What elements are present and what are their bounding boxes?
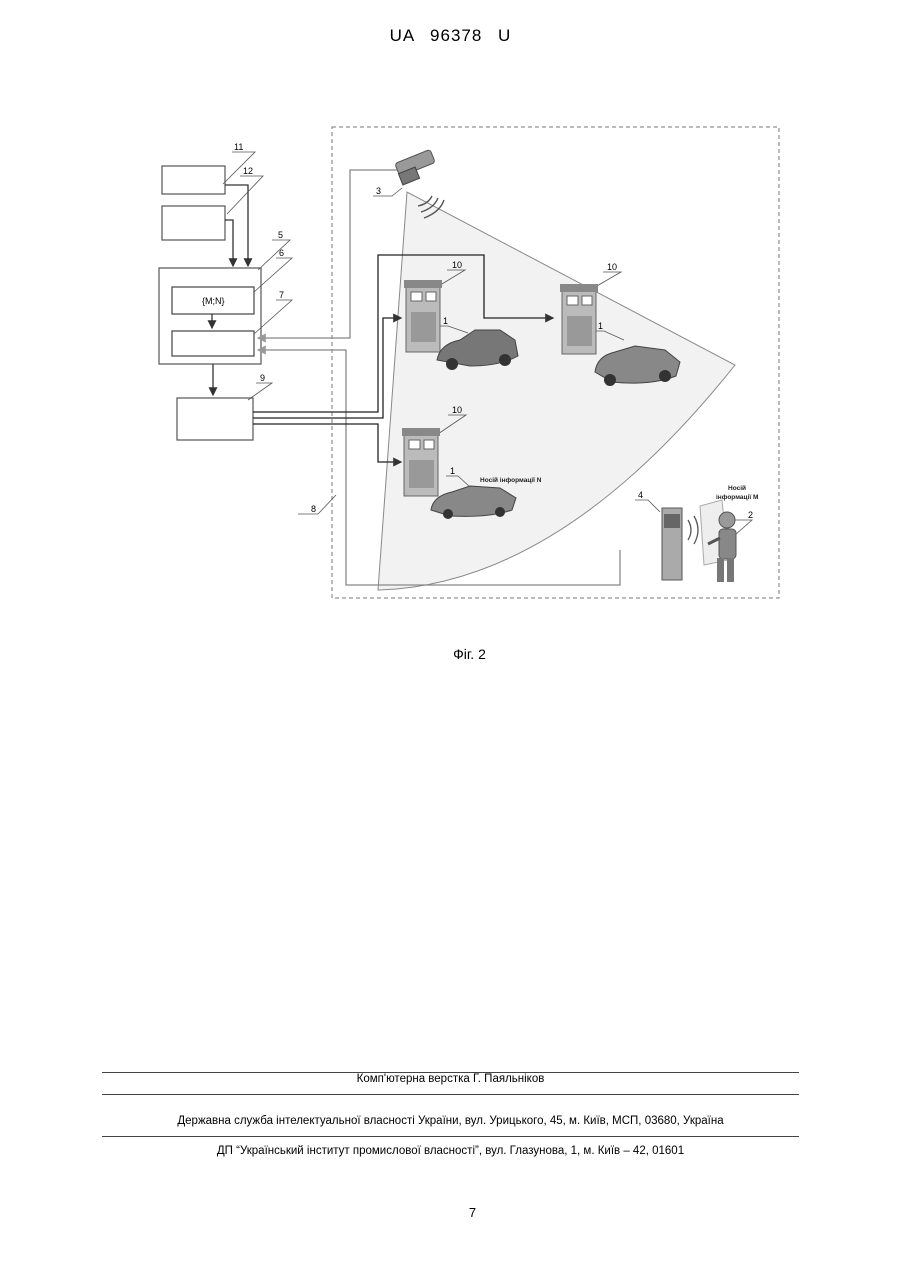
footer-office: Державна служба інтелектуальної власност… bbox=[0, 1115, 901, 1127]
footer-layout-credit: Комп'ютерна верстка Г. Паяльніков bbox=[0, 1073, 901, 1085]
block-11 bbox=[162, 166, 225, 194]
label-6: 6 bbox=[279, 248, 284, 258]
label-10-top-right: 10 bbox=[607, 262, 617, 272]
figure-caption: Фіг. 2 bbox=[0, 646, 901, 662]
fuel-dispenser-icon-top-right bbox=[560, 284, 598, 354]
footer-institute: ДП “Український інститут промислової вла… bbox=[0, 1145, 901, 1157]
fuel-dispenser-icon-top-left bbox=[404, 280, 442, 352]
carrier-m-label-line1: Носій bbox=[728, 484, 746, 492]
kiosk-terminal-icon bbox=[662, 508, 698, 580]
carrier-n-label: Носій інформації N bbox=[480, 476, 542, 484]
block-12 bbox=[162, 206, 225, 240]
label-11: 11 bbox=[234, 142, 243, 152]
patent-figure-diagram: {M;N} 11 12 5 6 7 9 3 bbox=[0, 0, 901, 700]
label-4: 4 bbox=[638, 490, 643, 500]
person-icon bbox=[700, 500, 736, 582]
label-10-top-left: 10 bbox=[452, 260, 462, 270]
label-1-c: 1 bbox=[450, 466, 455, 476]
label-5: 5 bbox=[278, 230, 283, 240]
label-1-b: 1 bbox=[598, 321, 603, 331]
label-12: 12 bbox=[243, 166, 253, 176]
block-9 bbox=[177, 398, 253, 440]
block-6-text: {M;N} bbox=[202, 296, 225, 306]
block-7 bbox=[172, 331, 254, 356]
label-1-a: 1 bbox=[443, 316, 448, 326]
label-9: 9 bbox=[260, 373, 265, 383]
label-2: 2 bbox=[748, 510, 753, 520]
fuel-dispenser-icon-bottom bbox=[402, 428, 440, 496]
label-7: 7 bbox=[279, 290, 284, 300]
label-10-bottom: 10 bbox=[452, 405, 462, 415]
footer-rule-bottom bbox=[102, 1136, 799, 1137]
page-number: 7 bbox=[0, 1205, 901, 1220]
footer-rule-middle bbox=[102, 1094, 799, 1095]
label-8: 8 bbox=[311, 504, 316, 514]
label-3: 3 bbox=[376, 186, 381, 196]
